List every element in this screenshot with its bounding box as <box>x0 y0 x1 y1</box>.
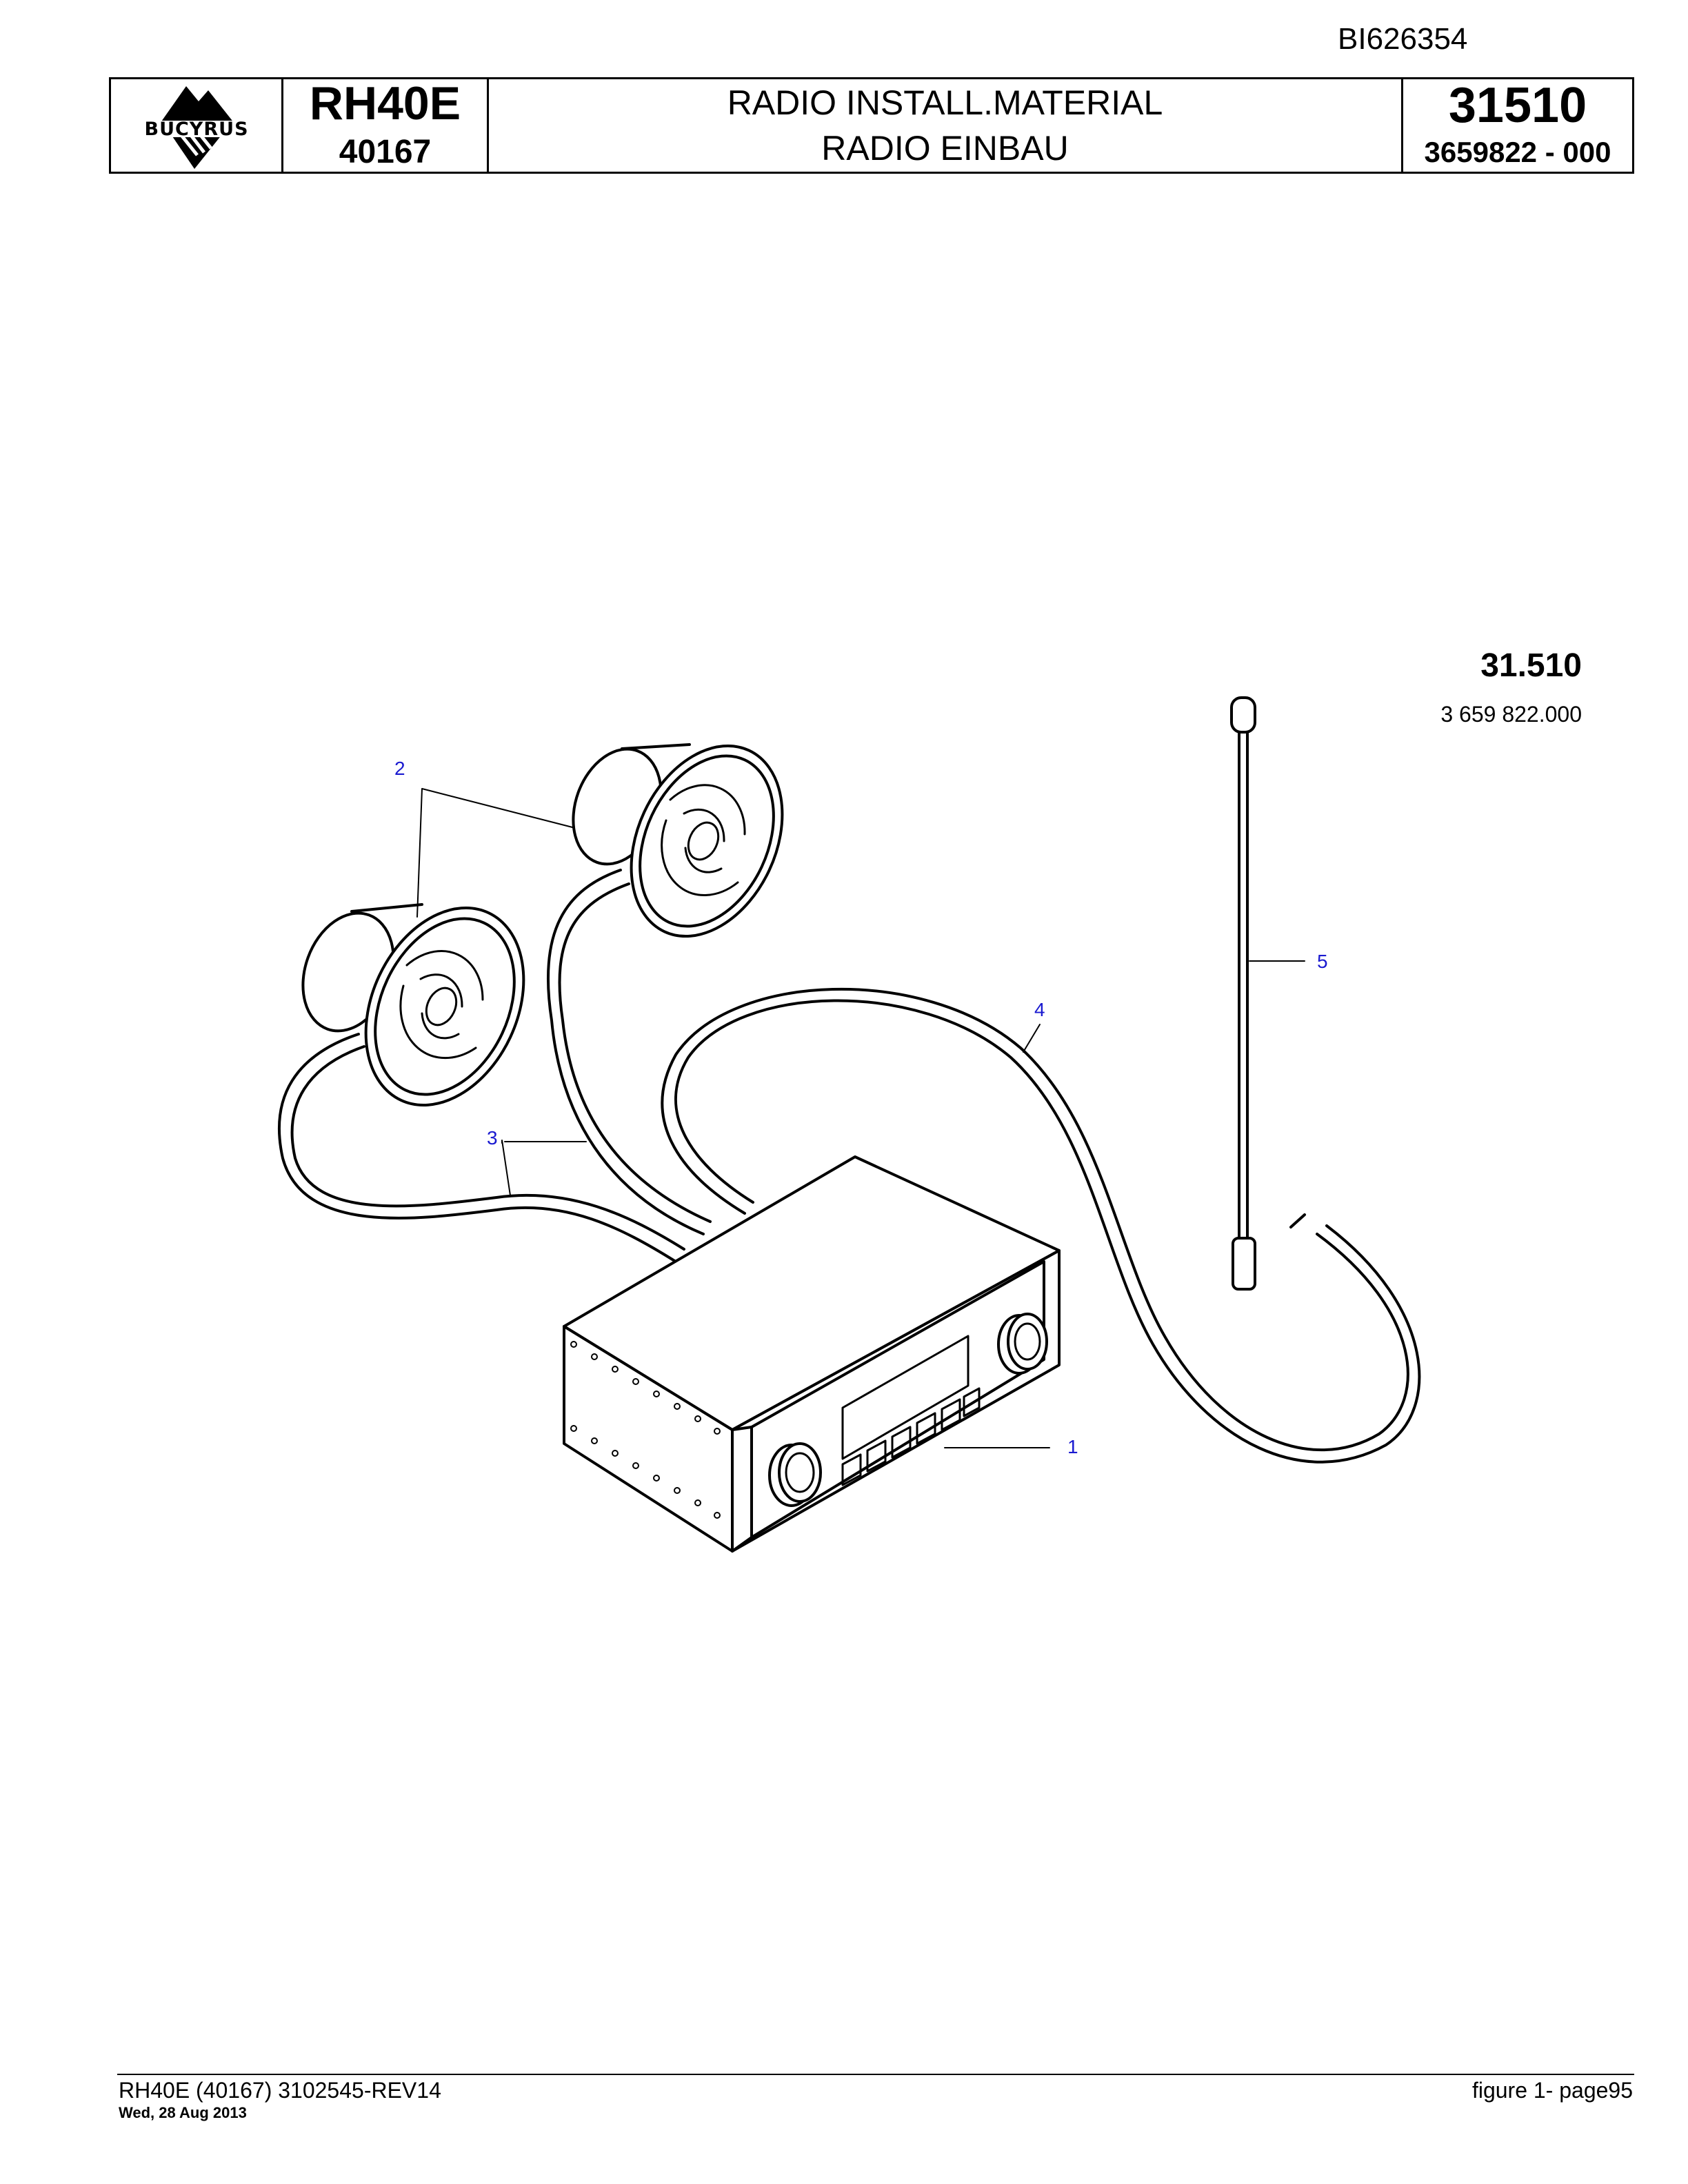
footer-page-ref: figure 1- page95 <box>1471 2078 1633 2103</box>
callout-4: 4 <box>1034 999 1045 1020</box>
radio-unit <box>563 1155 1061 1553</box>
tuning-knob <box>997 1313 1048 1375</box>
leader-lines <box>416 788 1305 1448</box>
speaker-cable-upper <box>546 869 712 1235</box>
footer-date: Wed, 28 Aug 2013 <box>119 2104 247 2121</box>
number-cell: 31510 3659822 - 000 <box>1403 79 1632 172</box>
callout-5: 5 <box>1317 951 1328 972</box>
speaker-upper <box>572 743 784 938</box>
drawing-part-ref: 3 659 822.000 <box>1440 702 1582 727</box>
callout-1: 1 <box>1067 1436 1078 1457</box>
model-cell: RH40E 40167 <box>283 79 489 172</box>
logo-cell: BUCYRUS <box>111 79 283 172</box>
antenna-cable <box>661 987 1421 1464</box>
logo-wordmark: BUCYRUS <box>144 119 248 140</box>
document-id: BI626354 <box>1338 22 1468 56</box>
section-number: 31510 <box>1448 78 1587 133</box>
callout-3: 3 <box>487 1127 498 1149</box>
footer-rule <box>117 2074 1634 2075</box>
volume-knob <box>768 1442 822 1507</box>
bucyrus-logo: BUCYRUS <box>126 86 266 169</box>
drawing-section-ref: 31.510 <box>1480 647 1582 684</box>
model-name: RH40E <box>309 77 461 130</box>
part-number: 3659822 - 000 <box>1424 136 1611 168</box>
speaker-cable-lower <box>277 1033 685 1263</box>
title-block: BUCYRUS RH40E 40167 RADIO INSTALL.MATERI… <box>109 77 1634 174</box>
title-german: RADIO EINBAU <box>821 129 1069 168</box>
preset-buttons <box>841 1387 981 1486</box>
model-number: 40167 <box>339 134 432 170</box>
antenna <box>1230 696 1256 1291</box>
mounting-holes <box>570 1341 721 1519</box>
callout-2: 2 <box>394 758 405 779</box>
title-english: RADIO INSTALL.MATERIAL <box>727 83 1163 122</box>
footer-document-ref: RH40E (40167) 3102545-REV14 <box>119 2078 441 2103</box>
title-cell: RADIO INSTALL.MATERIAL RADIO EINBAU <box>489 79 1403 172</box>
speaker-lower <box>301 903 525 1107</box>
